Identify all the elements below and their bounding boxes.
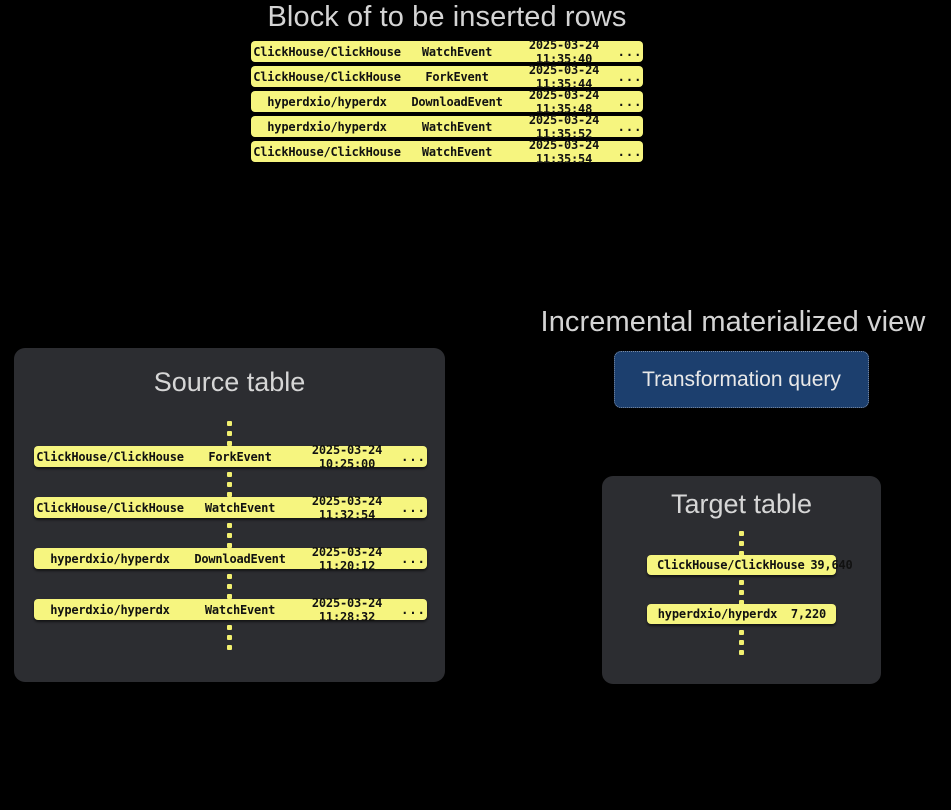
row-more-ellipsis: ... <box>617 94 643 109</box>
row-event-type: ForkEvent <box>208 449 272 464</box>
row-more-ellipsis: ... <box>617 144 643 159</box>
row-count: 7,220 <box>790 607 826 621</box>
row-timestamp: 2025-03-24 11:35:48 <box>528 87 600 116</box>
transformation-query-label: Transformation query <box>642 367 841 391</box>
row-count: 39,640 <box>810 558 853 572</box>
source-table-row: hyperdxio/hyperdx DownloadEvent 2025-03-… <box>34 545 427 573</box>
row-repository: hyperdxio/hyperdx <box>50 602 170 617</box>
row-event-type: ForkEvent <box>425 69 489 84</box>
row-event-type: DownloadEvent <box>194 551 286 566</box>
source-table-row: ClickHouse/ClickHouse WatchEvent 2025-03… <box>34 494 427 522</box>
row-repository: hyperdxio/hyperdx <box>267 94 387 109</box>
target-ellipsis-top <box>738 531 744 556</box>
row-timestamp: 2025-03-24 11:35:52 <box>528 112 600 141</box>
row-event-type: WatchEvent <box>204 602 276 617</box>
source-ellipsis-2 <box>226 523 232 548</box>
row-timestamp: 2025-03-24 11:35:54 <box>528 137 600 166</box>
row-more-ellipsis: ... <box>617 119 643 134</box>
insert-row: hyperdxio/hyperdx WatchEvent 2025-03-24 … <box>251 113 643 141</box>
insert-row: ClickHouse/ClickHouse WatchEvent 2025-03… <box>251 38 643 66</box>
row-repository: ClickHouse/ClickHouse <box>253 144 401 159</box>
source-ellipsis-bottom <box>226 625 232 650</box>
row-event-type: WatchEvent <box>204 500 276 515</box>
row-event-type: WatchEvent <box>421 44 493 59</box>
row-event-type: WatchEvent <box>421 119 493 134</box>
target-table-title: Target table <box>670 489 813 519</box>
target-ellipsis-bottom <box>738 630 744 655</box>
row-repository: hyperdxio/hyperdx <box>657 607 778 621</box>
row-event-type: DownloadEvent <box>411 94 503 109</box>
row-repository: ClickHouse/ClickHouse <box>253 44 401 59</box>
row-repository: ClickHouse/ClickHouse <box>253 69 401 84</box>
source-ellipsis-1 <box>226 472 232 497</box>
row-timestamp: 2025-03-24 11:35:44 <box>528 62 600 91</box>
transformation-query-box[interactable]: Transformation query <box>614 351 869 408</box>
row-more-ellipsis: ... <box>401 500 426 515</box>
row-more-ellipsis: ... <box>401 449 426 464</box>
row-more-ellipsis: ... <box>617 44 643 59</box>
row-event-type: WatchEvent <box>421 144 493 159</box>
source-ellipsis-3 <box>226 574 232 599</box>
row-repository: hyperdxio/hyperdx <box>267 119 387 134</box>
insert-row: ClickHouse/ClickHouse WatchEvent 2025-03… <box>251 138 643 166</box>
row-timestamp: 2025-03-24 10:25:00 <box>311 442 383 471</box>
source-table-row: ClickHouse/ClickHouse ForkEvent 2025-03-… <box>34 443 427 471</box>
row-timestamp: 2025-03-24 11:28:32 <box>311 595 383 624</box>
row-timestamp: 2025-03-24 11:20:12 <box>311 544 383 573</box>
source-table-row: hyperdxio/hyperdx WatchEvent 2025-03-24 … <box>34 596 427 624</box>
insert-block-title: Block of to be inserted rows <box>267 1 627 33</box>
materialized-view-title: Incremental materialized view <box>540 306 926 338</box>
target-table-row: ClickHouse/ClickHouse 39,640 <box>647 555 853 575</box>
insert-row: ClickHouse/ClickHouse ForkEvent 2025-03-… <box>251 63 643 91</box>
target-ellipsis-middle <box>738 580 744 605</box>
row-timestamp: 2025-03-24 11:32:54 <box>311 493 383 522</box>
source-table-title: Source table <box>153 367 306 397</box>
target-table-row: hyperdxio/hyperdx 7,220 <box>647 604 836 624</box>
row-repository: hyperdxio/hyperdx <box>50 551 170 566</box>
insert-row: hyperdxio/hyperdx DownloadEvent 2025-03-… <box>251 88 643 116</box>
row-repository: ClickHouse/ClickHouse <box>36 500 184 515</box>
row-timestamp: 2025-03-24 11:35:40 <box>528 37 600 66</box>
target-table-panel: Target table <box>602 476 881 684</box>
row-more-ellipsis: ... <box>401 602 426 617</box>
source-ellipsis-top <box>226 421 232 446</box>
row-repository: ClickHouse/ClickHouse <box>36 449 184 464</box>
row-repository: ClickHouse/ClickHouse <box>657 558 805 572</box>
row-more-ellipsis: ... <box>617 69 643 84</box>
row-more-ellipsis: ... <box>401 551 426 566</box>
